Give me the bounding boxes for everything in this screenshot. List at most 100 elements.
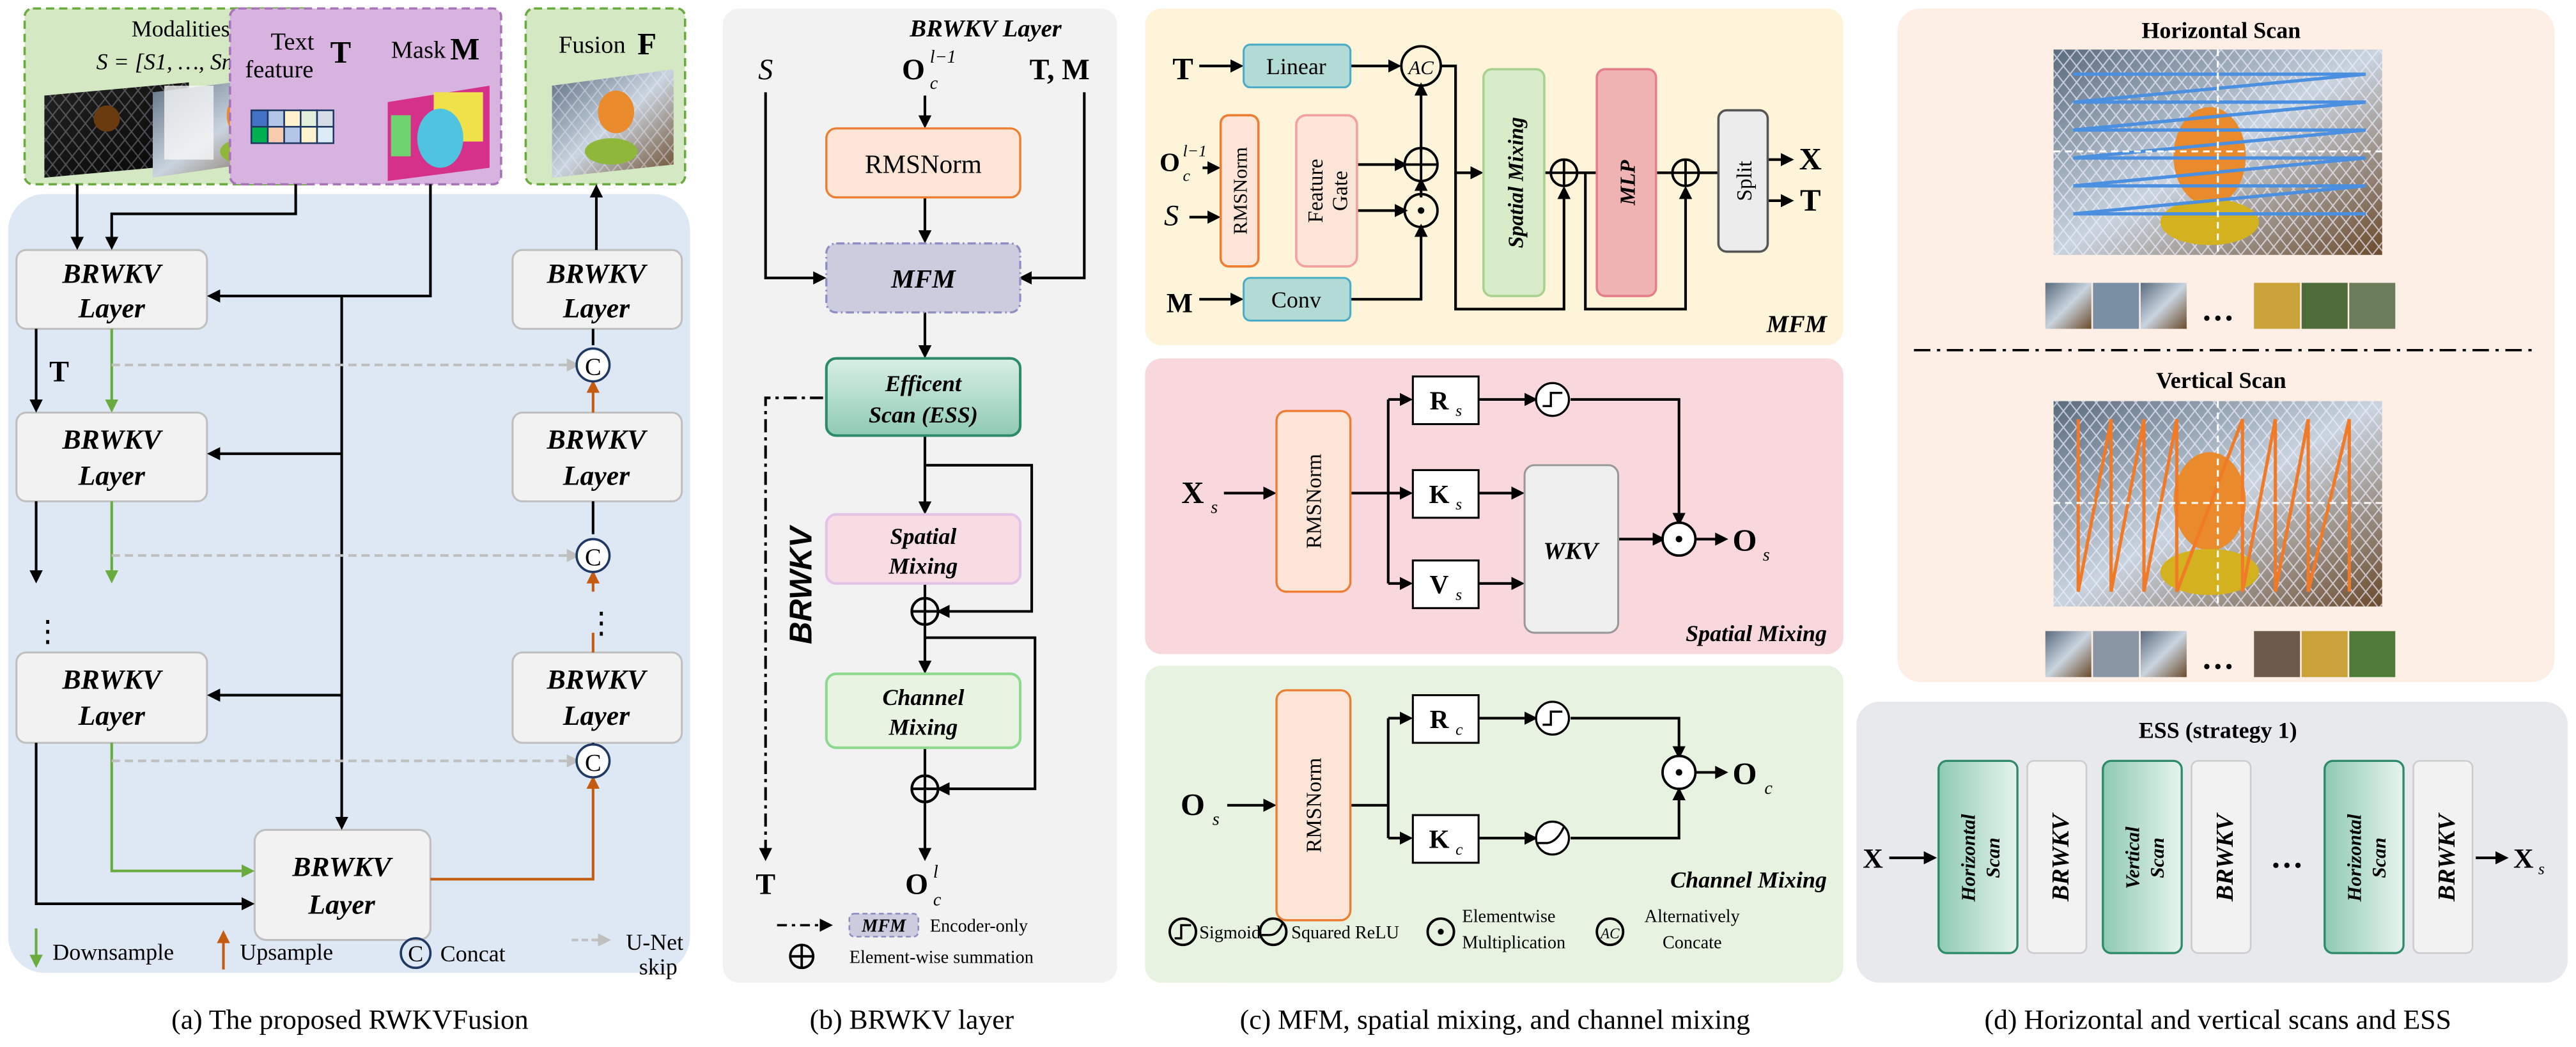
svg-text:Scan: Scan — [1982, 837, 2004, 878]
brwkv-connectors — [759, 92, 1086, 862]
svg-text:Feature: Feature — [1304, 159, 1328, 222]
svg-text:X: X — [2513, 843, 2534, 874]
svg-text:X: X — [1863, 843, 1883, 874]
panel-a-legend: Downsample Upsample C Concat U-Net skip — [29, 928, 683, 980]
output-o-sub: c — [933, 890, 942, 910]
horizontal-scan-title: Horizontal Scan — [2141, 18, 2301, 43]
svg-text:O: O — [1733, 522, 1757, 557]
text-feature-grid-icon — [250, 109, 335, 144]
output-t: T — [756, 869, 775, 901]
concat-node-3: C — [575, 743, 611, 779]
horizontal-patch-sequence: … — [2045, 283, 2396, 329]
vertical-scan-title: Vertical Scan — [2156, 368, 2286, 393]
svg-text:K: K — [1429, 825, 1449, 854]
svg-text:Scan (ESS): Scan (ESS) — [869, 402, 978, 428]
fusion-label: Fusion — [559, 32, 626, 59]
sum-node-1 — [910, 596, 940, 626]
svg-text:Gate: Gate — [1329, 171, 1353, 211]
mfm-spatial-mixing-block: Spatial Mixing — [1482, 68, 1546, 297]
mask-label: Mask — [391, 36, 446, 63]
text-feature-label: Text — [271, 29, 314, 56]
svg-text:C: C — [585, 750, 601, 777]
svg-text:Linear: Linear — [1266, 54, 1326, 79]
svg-text:l−1: l−1 — [1183, 142, 1207, 160]
downsample-connectors — [105, 329, 255, 878]
svg-text:K: K — [1429, 479, 1449, 509]
svg-text:s: s — [1763, 545, 1770, 565]
svg-text:R: R — [1430, 704, 1450, 734]
svg-text:MLP: MLP — [1616, 160, 1640, 206]
mlp-block: MLP — [1595, 68, 1657, 297]
svg-text:BRWKV: BRWKV — [547, 424, 648, 455]
squared-relu-icon — [1535, 820, 1571, 856]
decoder-ellipsis: ⋮ — [587, 607, 616, 640]
svg-text:BRWKV: BRWKV — [291, 851, 393, 882]
fusion-box: Fusion F — [524, 7, 687, 186]
input-o-sup: l−1 — [930, 47, 956, 67]
svg-text:s: s — [1211, 497, 1218, 517]
svg-text:Upsample: Upsample — [240, 939, 333, 965]
svg-text:Concate: Concate — [1663, 933, 1722, 952]
ess-block-2: Vertical Scan BRWKV — [2102, 759, 2252, 954]
svg-text:X: X — [1799, 141, 1822, 176]
svg-text:Scan: Scan — [2368, 837, 2390, 878]
svg-text:Downsample: Downsample — [52, 939, 174, 965]
svg-text:BRWKV: BRWKV — [2047, 812, 2074, 903]
svg-text:Sigmoid: Sigmoid — [1199, 923, 1261, 943]
svg-text:Split: Split — [1733, 160, 1757, 201]
svg-text:s: s — [1213, 810, 1220, 830]
sum-node-2 — [910, 774, 940, 803]
svg-text:C: C — [408, 941, 423, 966]
svg-text:Horizontal: Horizontal — [1957, 814, 1979, 902]
skip-connectors — [111, 358, 580, 768]
svg-text:RMSNorm: RMSNorm — [1230, 147, 1252, 235]
mfm-title: MFM — [1766, 311, 1828, 338]
mfm-sum-node-2 — [1549, 158, 1579, 187]
svg-text:Layer: Layer — [563, 461, 630, 492]
text-feature-label-2: feature — [245, 56, 313, 83]
svg-text:…: … — [2201, 292, 2234, 329]
svg-text:BRWKV: BRWKV — [61, 424, 163, 455]
svg-text:O: O — [1160, 148, 1180, 177]
ess-block-3: Horizontal Scan BRWKV — [2324, 759, 2474, 954]
svg-text:BRWKV: BRWKV — [61, 258, 163, 289]
ess-block-1: Horizontal Scan BRWKV — [1937, 759, 2088, 954]
ess-title: ESS (strategy 1) — [2139, 717, 2297, 743]
concat-icon: C — [400, 937, 432, 970]
modalities-title: Modalities — [132, 16, 230, 42]
svg-text:BRWKV: BRWKV — [61, 664, 163, 695]
panel-c-mfm: T O c l−1 S M Linear Conv RMSNorm F — [1145, 8, 1843, 346]
mfm-sum-node — [1403, 146, 1439, 183]
svg-text:Vertical: Vertical — [2122, 826, 2143, 889]
svg-text:BRWKV: BRWKV — [2212, 812, 2238, 903]
sigmoid-icon — [1535, 382, 1571, 417]
svg-text:Conv: Conv — [1271, 287, 1321, 313]
svg-text:s: s — [1455, 586, 1462, 604]
mfm-block: MFM — [825, 242, 1021, 314]
svg-text:s: s — [1455, 401, 1462, 420]
output-o: O — [905, 869, 928, 901]
svg-text:RMSNorm: RMSNorm — [1302, 758, 1326, 853]
fusion-image — [552, 69, 674, 178]
panel-b: BRWKV Layer S O c l−1 T, M RMSNorm MFM E… — [722, 8, 1117, 1035]
input-s: S — [758, 54, 773, 86]
svg-text:s: s — [1455, 495, 1462, 513]
svg-text:WKV: WKV — [1543, 538, 1600, 564]
input-tm: T, M — [1030, 54, 1090, 86]
svg-text:Elementwise: Elementwise — [1462, 906, 1555, 926]
svg-text:RMSNorm: RMSNorm — [865, 149, 982, 178]
wkv-block: WKV — [1523, 464, 1620, 634]
svg-text:Alternatively: Alternatively — [1645, 906, 1741, 926]
sigmoid-icon — [1535, 701, 1571, 736]
svg-text:Spatial Mixing: Spatial Mixing — [1505, 117, 1528, 248]
svg-text:Efficent: Efficent — [885, 371, 962, 396]
concat-node-2: C — [575, 538, 611, 573]
